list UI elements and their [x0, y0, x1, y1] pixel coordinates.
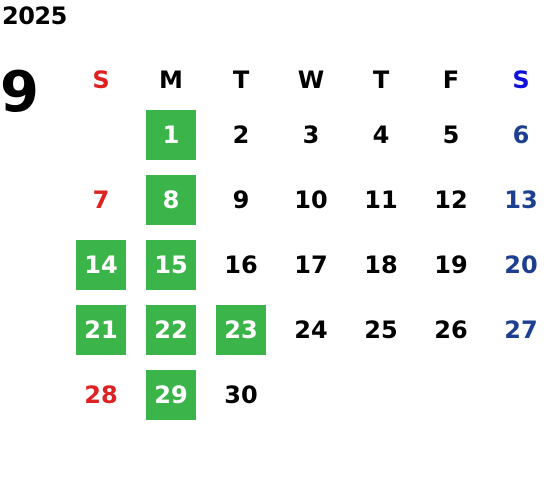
calendar-date[interactable]: 3: [302, 121, 320, 149]
calendar-date[interactable]: 12: [434, 186, 468, 214]
calendar-cell: 24: [276, 300, 346, 365]
calendar-date[interactable]: 4: [372, 121, 390, 149]
calendar-cell: 30: [206, 365, 276, 430]
calendar-cell: 16: [206, 235, 276, 300]
calendar-date[interactable]: 7: [92, 186, 110, 214]
weekday-header-sun: S: [92, 66, 110, 94]
weekday-header-thu: T: [372, 66, 390, 94]
calendar-date[interactable]: 18: [364, 251, 398, 279]
weekday-header-mon: M: [159, 66, 183, 94]
calendar-date[interactable]: 16: [224, 251, 258, 279]
calendar-cell: 20: [486, 235, 548, 300]
calendar-date[interactable]: 11: [364, 186, 398, 214]
calendar-cell: 10: [276, 170, 346, 235]
calendar-cell: 1: [136, 105, 206, 170]
calendar-cell: 22: [136, 300, 206, 365]
calendar-cell: 14: [66, 235, 136, 300]
calendar-date[interactable]: 30: [224, 381, 258, 409]
calendar-cell: [486, 365, 548, 430]
highlighted-date[interactable]: 8: [146, 175, 196, 225]
calendar-cell: [66, 105, 136, 170]
calendar-cell: [346, 365, 416, 430]
calendar-cell: 26: [416, 300, 486, 365]
highlighted-date[interactable]: 15: [146, 240, 196, 290]
calendar-cell: 4: [346, 105, 416, 170]
highlighted-date[interactable]: 23: [216, 305, 266, 355]
calendar-cell: 29: [136, 365, 206, 430]
calendar-date[interactable]: 2: [232, 121, 250, 149]
calendar-cell: 17: [276, 235, 346, 300]
calendar-cell: 9: [206, 170, 276, 235]
calendar-month: 9: [0, 60, 39, 125]
calendar-date[interactable]: 28: [84, 381, 118, 409]
calendar-cell: 15: [136, 235, 206, 300]
highlighted-date[interactable]: 1: [146, 110, 196, 160]
calendar-cell: 25: [346, 300, 416, 365]
calendar-date[interactable]: 10: [294, 186, 328, 214]
calendar-date[interactable]: 9: [232, 186, 250, 214]
calendar-date[interactable]: 26: [434, 316, 468, 344]
calendar-date[interactable]: 5: [442, 121, 460, 149]
calendar-cell: 8: [136, 170, 206, 235]
calendar-cell: 6: [486, 105, 548, 170]
calendar-date[interactable]: 6: [512, 121, 530, 149]
calendar-cell: 21: [66, 300, 136, 365]
calendar-cell: 27: [486, 300, 548, 365]
highlighted-date[interactable]: 29: [146, 370, 196, 420]
calendar-cell: 19: [416, 235, 486, 300]
calendar-cell: 5: [416, 105, 486, 170]
calendar-cell: 13: [486, 170, 548, 235]
calendar-date[interactable]: 20: [504, 251, 538, 279]
calendar-cell: 7: [66, 170, 136, 235]
calendar-year: 2025: [2, 2, 67, 30]
weekday-header-wed: W: [297, 66, 325, 94]
calendar-date[interactable]: 19: [434, 251, 468, 279]
calendar-cell: 12: [416, 170, 486, 235]
calendar-cell: [276, 365, 346, 430]
calendar-cell: [416, 365, 486, 430]
calendar-cell: 3: [276, 105, 346, 170]
calendar-cell: 28: [66, 365, 136, 430]
calendar-cell: 23: [206, 300, 276, 365]
highlighted-date[interactable]: 22: [146, 305, 196, 355]
calendar-date[interactable]: 27: [504, 316, 538, 344]
weekday-header-tue: T: [232, 66, 250, 94]
weekday-header-fri: F: [442, 66, 460, 94]
calendar-date[interactable]: 17: [294, 251, 328, 279]
calendar-cell: 18: [346, 235, 416, 300]
calendar-cell: 2: [206, 105, 276, 170]
highlighted-date[interactable]: 21: [76, 305, 126, 355]
calendar-date[interactable]: 25: [364, 316, 398, 344]
highlighted-date[interactable]: 14: [76, 240, 126, 290]
calendar-date[interactable]: 13: [504, 186, 538, 214]
weekday-header-sat: S: [512, 66, 530, 94]
calendar-cell: 11: [346, 170, 416, 235]
calendar-date[interactable]: 24: [294, 316, 328, 344]
